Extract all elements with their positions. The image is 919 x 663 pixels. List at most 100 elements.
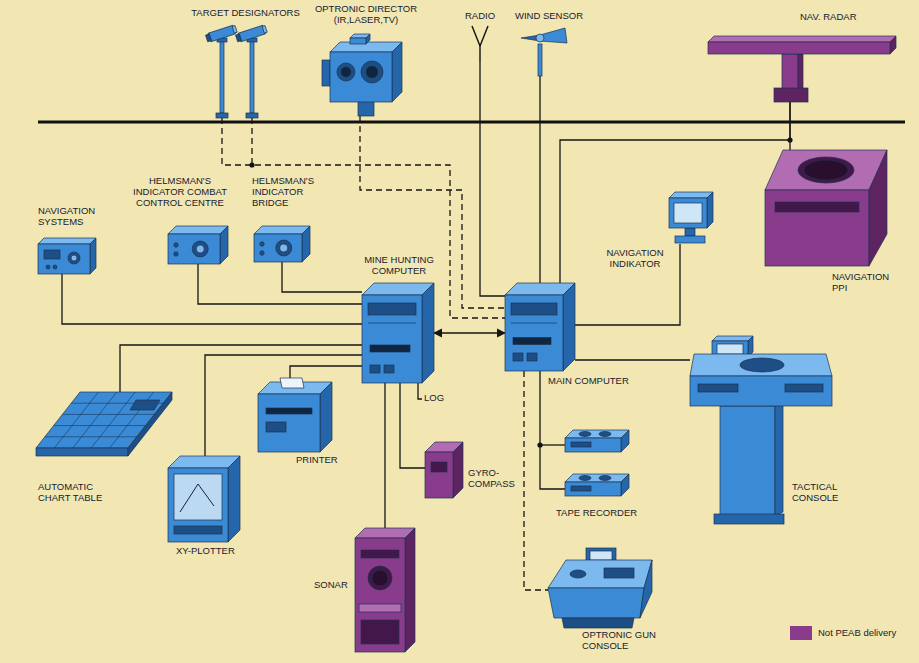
equipment-unit: NAVIGATION SYSTEMS bbox=[38, 238, 96, 274]
equipment-label: NAVIGATION INDIKATOR bbox=[600, 248, 670, 270]
equipment-label: GYRO- COMPASS bbox=[468, 468, 520, 490]
connector-line bbox=[282, 262, 362, 292]
equipment-label: PRINTER bbox=[296, 455, 346, 466]
label-group: SONAR bbox=[314, 580, 354, 591]
label-group: TACTICAL CONSOLE bbox=[792, 482, 852, 504]
connector-line bbox=[575, 359, 690, 360]
equipment-icon bbox=[425, 440, 463, 498]
connector-line bbox=[560, 102, 790, 283]
equipment-unit: XY-PLOTTER bbox=[168, 456, 240, 542]
equipment-unit: TARGET DESIGNATORS bbox=[205, 22, 269, 118]
equipment-unit: OPTRONIC GUN CONSOLE bbox=[548, 548, 654, 628]
wire-branch bbox=[540, 444, 565, 445]
equipment-label: LOG bbox=[424, 393, 444, 404]
label-group: NAV. RADAR bbox=[800, 12, 870, 23]
equipment-label: MAIN COMPUTER bbox=[548, 376, 644, 387]
connector-line bbox=[400, 383, 425, 468]
connector-line bbox=[62, 274, 362, 324]
equipment-label: HELMSMAN'S INDICATOR COMBAT CONTROL CENT… bbox=[130, 176, 230, 209]
connector-line bbox=[418, 383, 422, 399]
connector-line bbox=[384, 383, 385, 528]
connector-line bbox=[198, 264, 362, 304]
equipment-icon bbox=[258, 378, 336, 452]
label-group: OPTRONIC GUN CONSOLE bbox=[582, 630, 662, 652]
label-group: MAIN COMPUTER bbox=[548, 376, 644, 387]
equipment-unit: SONAR bbox=[355, 528, 417, 654]
label-group: NAVIGATION PPI bbox=[832, 272, 902, 294]
legend-row: Not PEAB delivery bbox=[790, 626, 896, 640]
equipment-unit: OPTRONIC DIRECTOR (IR,LASER,TV) bbox=[322, 32, 410, 116]
label-group: PRINTER bbox=[296, 455, 346, 466]
equipment-label: HELMSMAN'S INDICATOR BRIDGE bbox=[252, 176, 320, 209]
label-group: MINE HUNTING COMPUTER bbox=[358, 255, 440, 277]
equipment-icon bbox=[36, 392, 172, 458]
equipment-unit: NAVIGATION INDIKATOR bbox=[665, 192, 715, 244]
equipment-unit: HELMSMAN'S INDICATOR COMBAT CONTROL CENT… bbox=[168, 226, 228, 264]
equipment-label: OPTRONIC GUN CONSOLE bbox=[582, 630, 662, 652]
label-group: OPTRONIC DIRECTOR (IR,LASER,TV) bbox=[310, 4, 422, 26]
bus-line bbox=[38, 121, 905, 124]
connector-line bbox=[252, 118, 505, 318]
connector-line bbox=[290, 366, 362, 378]
connector-line bbox=[789, 102, 790, 150]
label-group: RADIO bbox=[455, 11, 505, 22]
label-group: NAVIGATION SYSTEMS bbox=[38, 206, 104, 228]
legend-label: Not PEAB delivery bbox=[818, 628, 896, 639]
equipment-unit: NAV. RADAR bbox=[706, 32, 902, 102]
equipment-label: SONAR bbox=[314, 580, 354, 591]
equipment-unit: TAPE RECORDER bbox=[565, 428, 631, 502]
equipment-icon bbox=[168, 456, 240, 542]
label-group: TARGET DESIGNATORS bbox=[188, 8, 303, 19]
equipment-unit: HELMSMAN'S INDICATOR BRIDGE bbox=[254, 226, 310, 262]
equipment-label: RADIO bbox=[455, 11, 505, 22]
equipment-icon bbox=[168, 226, 228, 264]
equipment-label: NAV. RADAR bbox=[800, 12, 870, 23]
equipment-label: NAVIGATION SYSTEMS bbox=[38, 206, 104, 228]
label-group: AUTOMATIC CHART TABLE bbox=[38, 482, 118, 504]
equipment-icon bbox=[470, 26, 490, 62]
equipment-icon bbox=[706, 32, 902, 102]
label-group: NAVIGATION INDIKATOR bbox=[600, 248, 670, 270]
equipment-icon bbox=[518, 26, 568, 76]
equipment-label: WIND SENSOR bbox=[512, 11, 586, 22]
equipment-unit: PRINTER bbox=[258, 378, 336, 452]
equipment-icon bbox=[355, 528, 417, 654]
equipment-unit: GYRO- COMPASS bbox=[425, 440, 463, 498]
equipment-icon bbox=[565, 428, 631, 502]
dashed-branch bbox=[222, 118, 252, 165]
equipment-icon bbox=[322, 32, 410, 116]
equipment-icon bbox=[665, 192, 715, 244]
connector-line bbox=[360, 116, 505, 308]
equipment-label: MINE HUNTING COMPUTER bbox=[358, 255, 440, 277]
equipment-unit: RADIO bbox=[470, 26, 490, 62]
equipment-icon bbox=[254, 226, 310, 262]
label-group: GYRO- COMPASS bbox=[468, 468, 520, 490]
connector-line bbox=[434, 332, 505, 333]
legend-swatch bbox=[790, 626, 812, 640]
connector-line bbox=[205, 355, 362, 456]
label-group: HELMSMAN'S INDICATOR COMBAT CONTROL CENT… bbox=[130, 176, 230, 209]
equipment-label: TACTICAL CONSOLE bbox=[792, 482, 852, 504]
equipment-icon bbox=[765, 150, 887, 268]
equipment-icon bbox=[205, 22, 269, 118]
equipment-unit: LOG bbox=[422, 392, 446, 405]
label-group: TAPE RECORDER bbox=[556, 508, 656, 519]
equipment-icon bbox=[548, 548, 654, 628]
equipment-unit: WIND SENSOR bbox=[518, 26, 568, 76]
label-group: WIND SENSOR bbox=[512, 11, 586, 22]
label-group: XY-PLOTTER bbox=[176, 546, 246, 557]
connector-line bbox=[524, 371, 548, 590]
equipment-label: NAVIGATION PPI bbox=[832, 272, 902, 294]
connector-line bbox=[575, 244, 680, 325]
equipment-unit: NAVIGATION PPI bbox=[765, 150, 887, 268]
equipment-unit: MAIN COMPUTER bbox=[505, 283, 575, 371]
equipment-label: XY-PLOTTER bbox=[176, 546, 246, 557]
label-group: HELMSMAN'S INDICATOR BRIDGE bbox=[252, 176, 320, 209]
equipment-label: OPTRONIC DIRECTOR (IR,LASER,TV) bbox=[310, 4, 422, 26]
equipment-unit: TACTICAL CONSOLE bbox=[690, 336, 856, 526]
connector-line bbox=[540, 371, 565, 489]
equipment-label: AUTOMATIC CHART TABLE bbox=[38, 482, 118, 504]
connector-line bbox=[539, 76, 540, 283]
connector-line bbox=[480, 62, 505, 296]
label-group: LOG bbox=[422, 392, 446, 405]
